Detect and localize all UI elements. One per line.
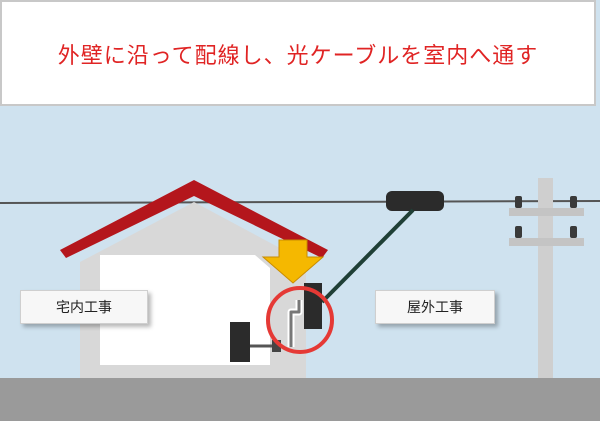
house-interior (100, 255, 270, 365)
outdoor-work-label: 屋外工事 (375, 290, 495, 324)
ground (0, 378, 600, 421)
indoor-work-label: 宅内工事 (20, 290, 148, 324)
wall-outlet (272, 340, 281, 352)
onu-device (230, 322, 250, 362)
house-roof (60, 180, 328, 258)
cable-closure (386, 191, 444, 211)
circle-highlight-icon (266, 286, 334, 354)
down-arrow-icon (261, 239, 325, 284)
utility-pole (509, 178, 584, 380)
wall-conduit (289, 300, 301, 347)
title-text: 外壁に沿って配線し、光ケーブルを室内へ通す (57, 44, 539, 69)
overhead-line (0, 200, 600, 204)
title-panel: 外壁に沿って配線し、光ケーブルを室内へ通す (0, 0, 596, 106)
drop-cable (320, 208, 415, 304)
